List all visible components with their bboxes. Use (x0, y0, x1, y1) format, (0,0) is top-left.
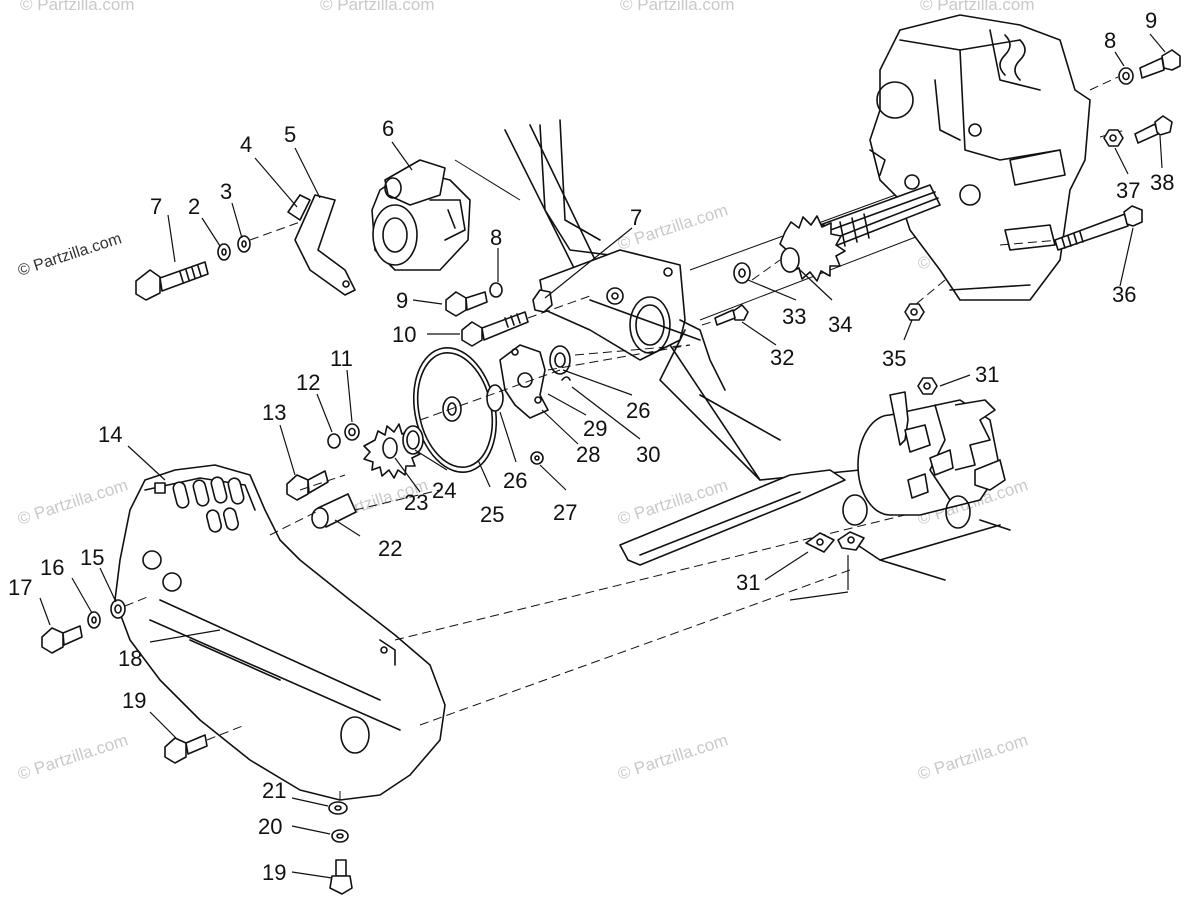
callout-9: 9 (396, 288, 408, 313)
callout-17: 17 (8, 575, 32, 600)
callout-7: 7 (150, 194, 162, 219)
callout-31: 31 (736, 570, 760, 595)
callout-labels: 7 2 3 4 5 6 7 8 9 10 11 12 13 14 15 16 1… (8, 8, 1174, 885)
callout-15: 15 (80, 545, 104, 570)
leader-lines (39, 33, 1166, 879)
mounting-plate (539, 249, 726, 391)
callout-13: 13 (262, 400, 286, 425)
callout-26: 26 (626, 398, 650, 423)
callout-33: 33 (782, 304, 806, 329)
callout-37: 37 (1116, 178, 1140, 203)
callout-35: 35 (882, 346, 906, 371)
callout-11: 11 (330, 346, 353, 371)
callout-6: 6 (382, 116, 394, 141)
watermark: © Partzilla.com (615, 730, 730, 783)
chain-case-cover (114, 464, 446, 801)
callout-19: 19 (122, 688, 146, 713)
watermark: © Partzilla.com (20, 0, 135, 14)
callout-14: 14 (98, 422, 122, 447)
brake-assembly (805, 377, 1011, 581)
callout-23: 23 (404, 490, 428, 515)
callout-9: 9 (1145, 8, 1157, 33)
callout-38: 38 (1150, 170, 1174, 195)
mounting-bracket (287, 194, 356, 296)
engine-housing (869, 14, 1091, 301)
right-fasteners (904, 49, 1181, 321)
starter-motor (371, 159, 471, 271)
callout-34: 34 (828, 312, 852, 337)
callout-32: 32 (770, 345, 794, 370)
callout-24: 24 (432, 478, 456, 503)
callout-20: 20 (258, 814, 282, 839)
callout-16: 16 (40, 555, 64, 580)
callout-5: 5 (284, 122, 296, 147)
running-board (619, 469, 846, 566)
partzilla-logo-text: © Partzilla.com (16, 230, 124, 279)
watermark: © Partzilla.com (915, 730, 1030, 783)
callout-29: 29 (583, 416, 607, 441)
callout-18: 18 (118, 646, 142, 671)
callout-8: 8 (1104, 28, 1116, 53)
spacer-tube (311, 493, 357, 529)
callout-26: 26 (503, 468, 527, 493)
callout-2: 2 (188, 194, 200, 219)
callout-28: 28 (576, 442, 600, 467)
callout-8: 8 (490, 225, 502, 250)
callout-25: 25 (480, 502, 504, 527)
watermark: © Partzilla.com (920, 0, 1035, 14)
callout-36: 36 (1112, 282, 1136, 307)
watermark: © Partzilla.com (320, 0, 435, 14)
callout-3: 3 (220, 179, 232, 204)
callout-4: 4 (240, 132, 252, 157)
callout-7: 7 (630, 205, 642, 230)
callout-21: 21 (262, 778, 286, 803)
callout-10: 10 (392, 322, 416, 347)
drive-disc (412, 299, 701, 473)
drive-sprocket (779, 215, 846, 282)
watermark: © Partzilla.com (620, 0, 735, 14)
callout-27: 27 (553, 500, 577, 525)
callout-12: 12 (296, 370, 320, 395)
washer-33-bolt-32 (714, 262, 751, 326)
bolt-assembly-1 (135, 221, 301, 301)
callout-31: 31 (975, 362, 999, 387)
bottom-bolt-stack (328, 790, 353, 895)
watermark: © Partzilla.com (15, 730, 130, 783)
cover-bolts (41, 595, 246, 764)
callout-22: 22 (378, 536, 402, 561)
watermark: © Partzilla.com (15, 475, 130, 528)
bolts-9-10 (445, 282, 591, 347)
small-sprocket-assembly (286, 423, 424, 501)
callout-30: 30 (636, 442, 660, 467)
callout-19: 19 (262, 860, 286, 885)
